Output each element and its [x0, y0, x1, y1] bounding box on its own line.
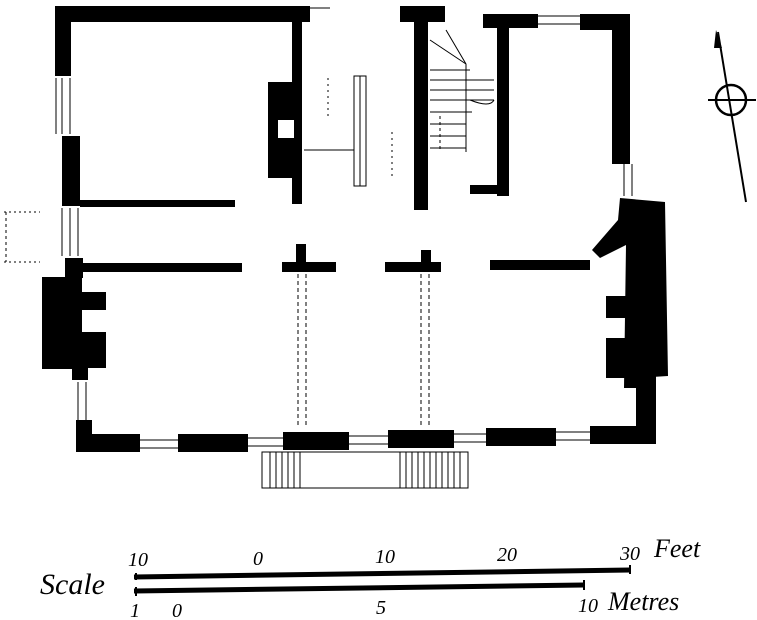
- metres-tick-5: 5: [376, 597, 386, 619]
- feet-tick-20: 20: [497, 544, 517, 566]
- front-steps: [261, 451, 469, 489]
- metres-tick-0: 0: [172, 600, 182, 620]
- scale-label: Scale: [40, 568, 105, 601]
- scale-bar: Scale 10 0 10 20 30 Feet 1 0 5 10 Metres: [40, 534, 701, 620]
- exterior-walls: [42, 6, 668, 452]
- ceiling-beams: [297, 274, 430, 428]
- metres-tick-1: 1: [130, 600, 140, 620]
- feet-tick-0: 0: [253, 548, 263, 570]
- feet-tick-10-left: 10: [128, 549, 148, 571]
- metres-tick-10: 10: [578, 595, 598, 617]
- feet-tick-10: 10: [375, 546, 395, 568]
- feet-unit-label: Feet: [653, 534, 701, 563]
- staircase: [304, 29, 495, 187]
- north-arrow-icon: [708, 30, 756, 203]
- feet-tick-30: 30: [619, 543, 640, 565]
- metres-unit-label: Metres: [607, 587, 679, 616]
- interior-walls: [80, 6, 590, 272]
- windows: [4, 7, 633, 449]
- feet-scale-line: [133, 567, 631, 580]
- metres-scale-line: [133, 582, 585, 594]
